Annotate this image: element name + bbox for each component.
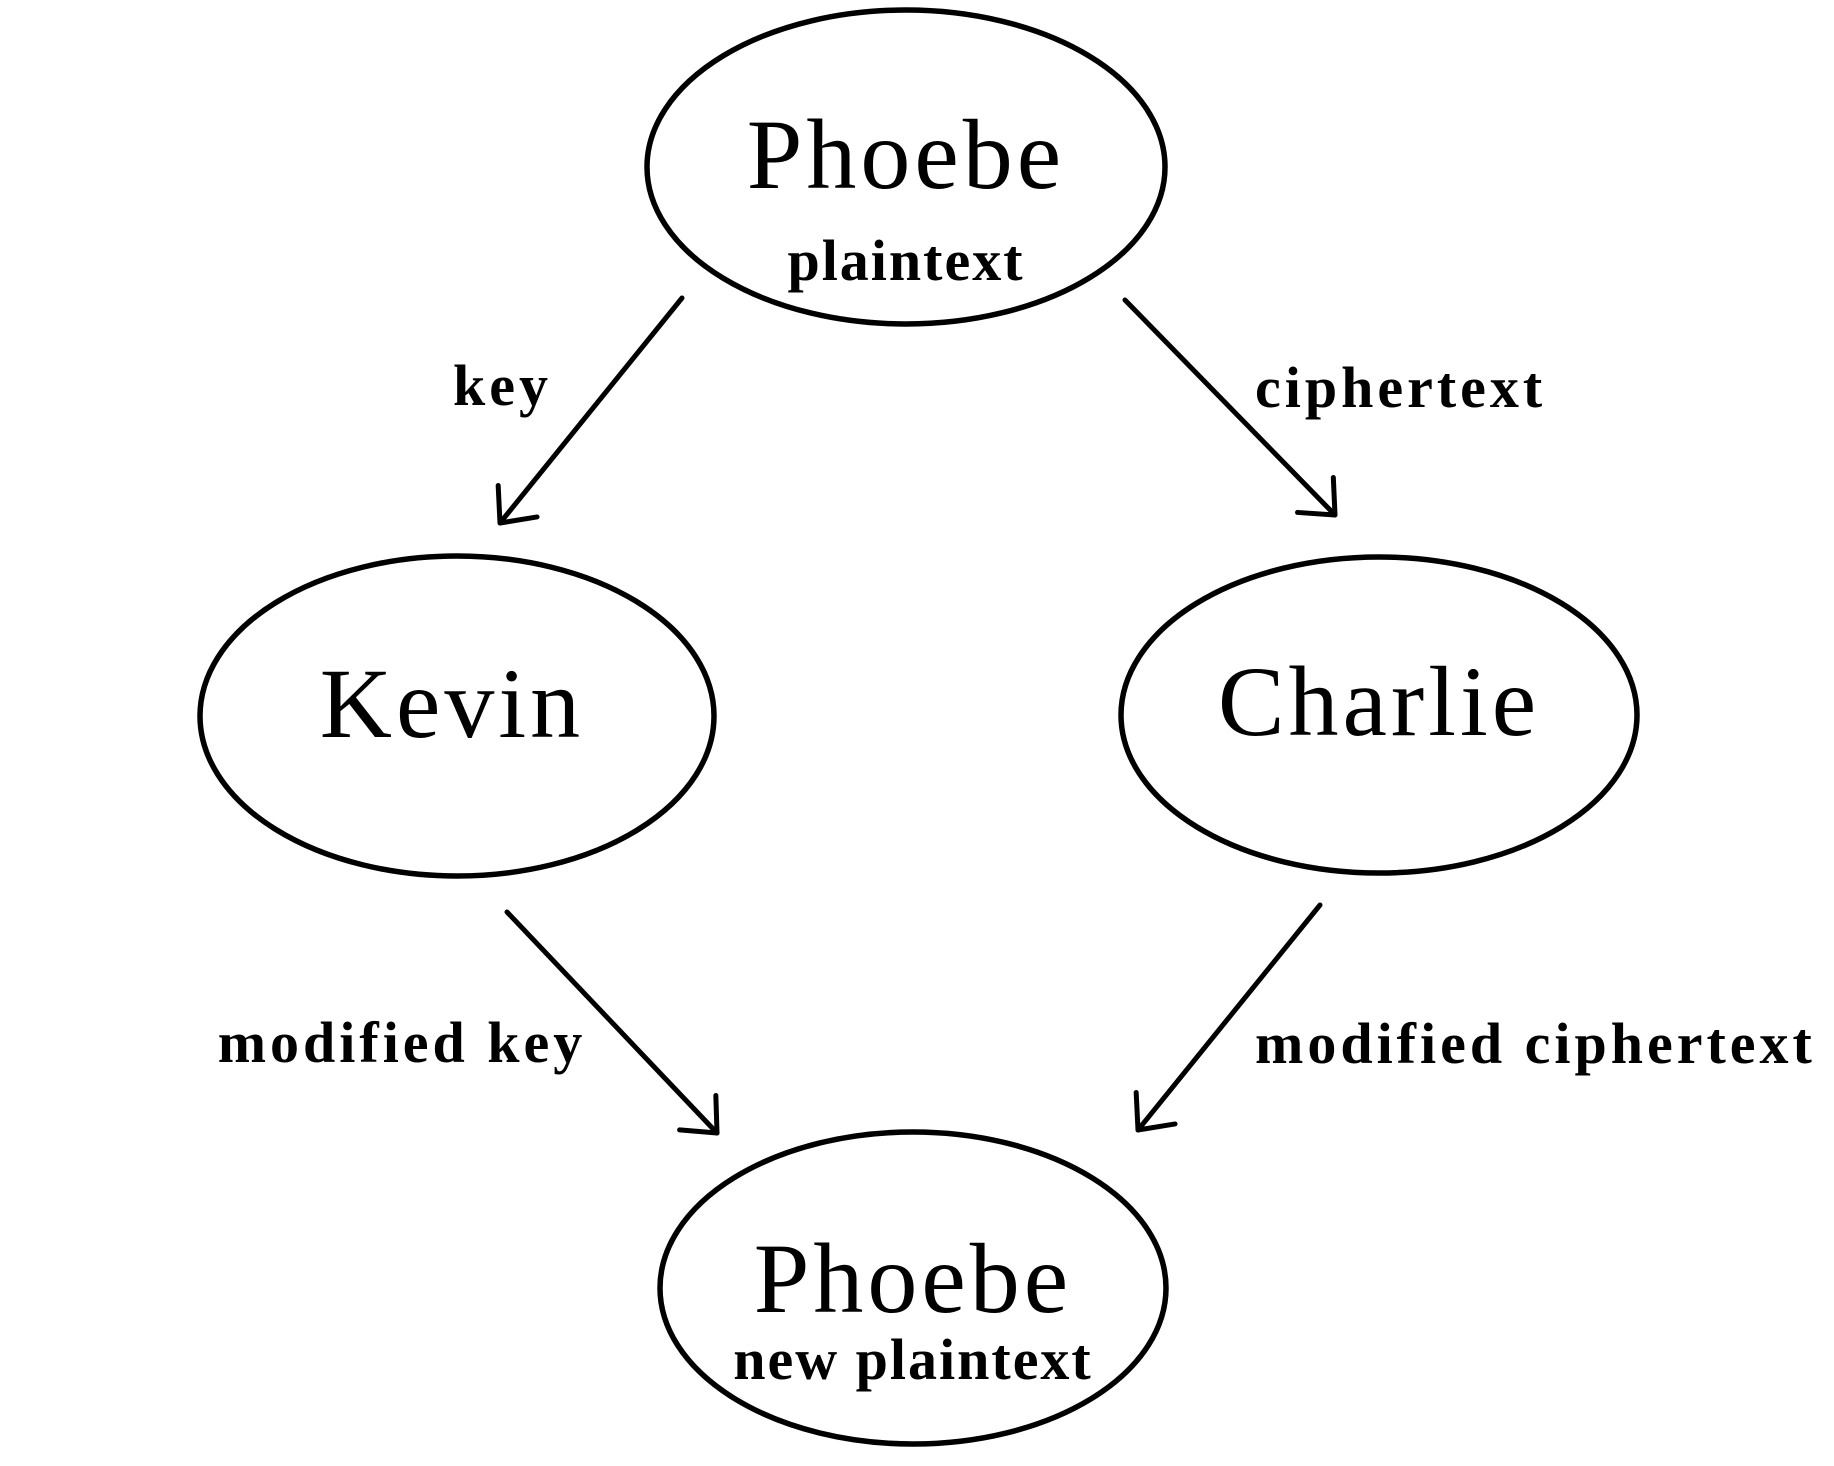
node-phoebe-top: Phoebe plaintext [644, 7, 1168, 327]
edge-ciphertext-label: ciphertext [1255, 355, 1546, 420]
edge-modified-ciphertext-arrow [1133, 902, 1323, 1133]
node-phoebe-top-subtitle: plaintext [787, 228, 1024, 293]
edge-modified-ciphertext: modified ciphertext [1133, 902, 1816, 1133]
edge-ciphertext-arrow [1122, 297, 1338, 518]
node-kevin: Kevin [197, 553, 717, 879]
node-kevin-ellipse [197, 553, 717, 879]
node-kevin-title: Kevin [320, 648, 584, 759]
node-phoebe-bottom-ellipse [657, 1129, 1169, 1447]
node-phoebe-bottom: Phoebe new plaintext [657, 1129, 1169, 1447]
node-phoebe-bottom-subtitle: new plaintext [733, 1327, 1093, 1392]
edge-modified-key: modified key [218, 909, 720, 1136]
edge-ciphertext: ciphertext [1122, 297, 1546, 518]
node-phoebe-top-title: Phoebe [747, 99, 1065, 210]
edge-key-arrow [495, 295, 685, 526]
edge-key: key [453, 295, 685, 526]
node-charlie-ellipse [1118, 554, 1640, 876]
edge-modified-ciphertext-label: modified ciphertext [1255, 1011, 1816, 1076]
node-charlie: Charlie [1118, 554, 1640, 876]
edge-modified-key-arrow [504, 909, 720, 1136]
node-charlie-title: Charlie [1218, 646, 1540, 757]
node-phoebe-top-ellipse [644, 7, 1168, 327]
edge-key-label: key [453, 353, 552, 418]
node-phoebe-bottom-title: Phoebe [754, 1223, 1072, 1334]
edge-modified-key-label: modified key [218, 1010, 587, 1075]
